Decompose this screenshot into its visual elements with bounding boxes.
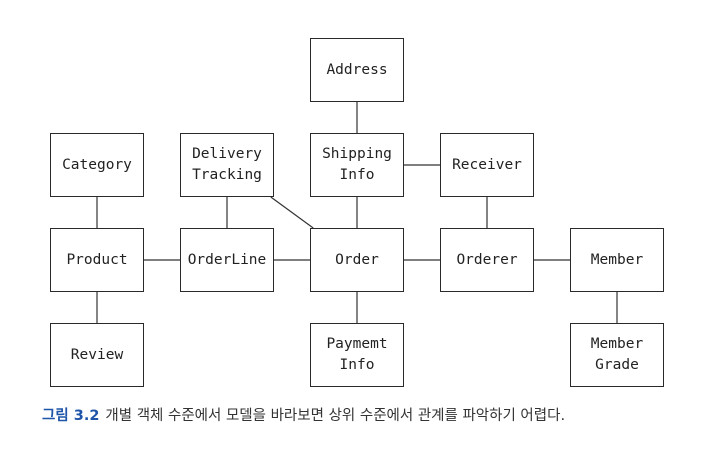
node-review: Review [50, 323, 144, 387]
node-payment-info: Paymemt Info [310, 323, 404, 387]
node-member-grade: Member Grade [570, 323, 664, 387]
node-order: Order [310, 228, 404, 292]
node-category: Category [50, 133, 144, 197]
node-member: Member [570, 228, 664, 292]
node-receiver: Receiver [440, 133, 534, 197]
node-orderer: Orderer [440, 228, 534, 292]
node-orderline: OrderLine [180, 228, 274, 292]
node-delivery-tracking: Delivery Tracking [180, 133, 274, 197]
caption-text: 개별 객체 수준에서 모델을 바라보면 상위 수준에서 관계를 파악하기 어렵다… [105, 408, 566, 424]
node-shipping-info: Shipping Info [310, 133, 404, 197]
figure-caption: 그림 3.2 개별 객체 수준에서 모델을 바라보면 상위 수준에서 관계를 파악… [42, 404, 565, 425]
node-address: Address [310, 38, 404, 102]
node-product: Product [50, 228, 144, 292]
figure-label: 그림 3.2 [42, 408, 100, 424]
edge-delivery-tracking-to-order [270, 196, 314, 229]
